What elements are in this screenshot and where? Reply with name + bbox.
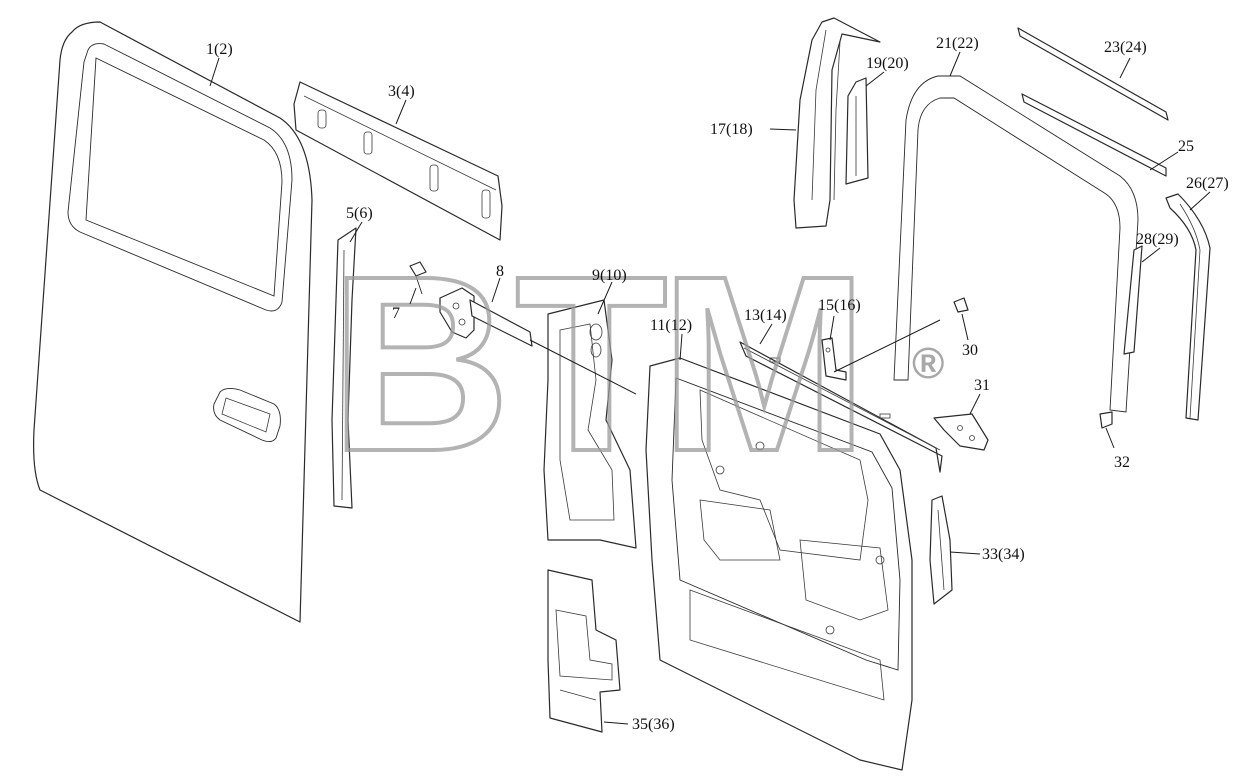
part-9-inner-pillar-panel [543, 299, 637, 549]
callout-3-4: 3(4) [388, 83, 415, 100]
part-13-lower-beam [739, 341, 943, 473]
part-32-clip [1099, 411, 1113, 429]
part-26-rear-channel [1165, 193, 1211, 421]
callout-7: 7 [392, 305, 400, 322]
callout-32: 32 [1114, 454, 1130, 471]
callout-25: 25 [1178, 138, 1194, 155]
part-21-weatherstrip-frame [893, 75, 1139, 413]
callout-30: 30 [962, 342, 978, 359]
callout-33-34: 33(34) [982, 546, 1025, 563]
callout-labels: 1(2) 3(4) 5(6) 7 8 9(10) 11(12) 13(14) 1… [206, 35, 1229, 733]
callout-9-10: 9(10) [592, 267, 627, 284]
part-5-lock-pillar-strip [331, 227, 357, 509]
callout-19-20: 19(20) [866, 55, 909, 72]
callout-1-2: 1(2) [206, 41, 233, 58]
watermark-letter-t: T [515, 224, 668, 503]
part-17-pillar-molding [793, 17, 881, 229]
part-35-lower-inner-panel [547, 569, 621, 733]
watermark-letter-b: B [330, 224, 511, 503]
callout-35-36: 35(36) [632, 716, 675, 733]
part-23-top-strip [1017, 27, 1169, 121]
part-1-door-outer-panel [33, 21, 313, 623]
watermark-registered-mark: ® [912, 339, 944, 388]
part-31-hinge-bracket [933, 413, 989, 451]
part-25-strip [1021, 93, 1167, 177]
callout-13-14: 13(14) [744, 307, 787, 324]
part-30-bolt [953, 297, 969, 313]
part-19-strip [845, 77, 869, 185]
callout-28-29: 28(29) [1136, 231, 1179, 248]
callout-15-16: 15(16) [818, 297, 861, 314]
part-7-bolt [409, 261, 427, 295]
callout-11-12: 11(12) [650, 317, 692, 334]
callout-8: 8 [496, 263, 504, 280]
callout-21-22: 21(22) [936, 35, 979, 52]
callout-5-6: 5(6) [346, 205, 373, 222]
part-3-upper-reinforcement [293, 81, 503, 241]
watermark-letter-m: M [660, 224, 868, 503]
callout-17-18: 17(18) [710, 121, 753, 138]
leader-lines [209, 51, 1211, 725]
part-11-inner-door-frame [645, 357, 913, 771]
callout-31: 31 [974, 377, 990, 394]
callout-26-27: 26(27) [1186, 175, 1229, 192]
part-28-strip [1123, 245, 1143, 355]
btm-watermark: B T M ® [328, 222, 944, 505]
callout-23-24: 23(24) [1104, 39, 1147, 56]
part-8-hinge [439, 287, 533, 347]
part-15-bracket [821, 337, 847, 381]
part-33-side-bracket [929, 495, 953, 605]
